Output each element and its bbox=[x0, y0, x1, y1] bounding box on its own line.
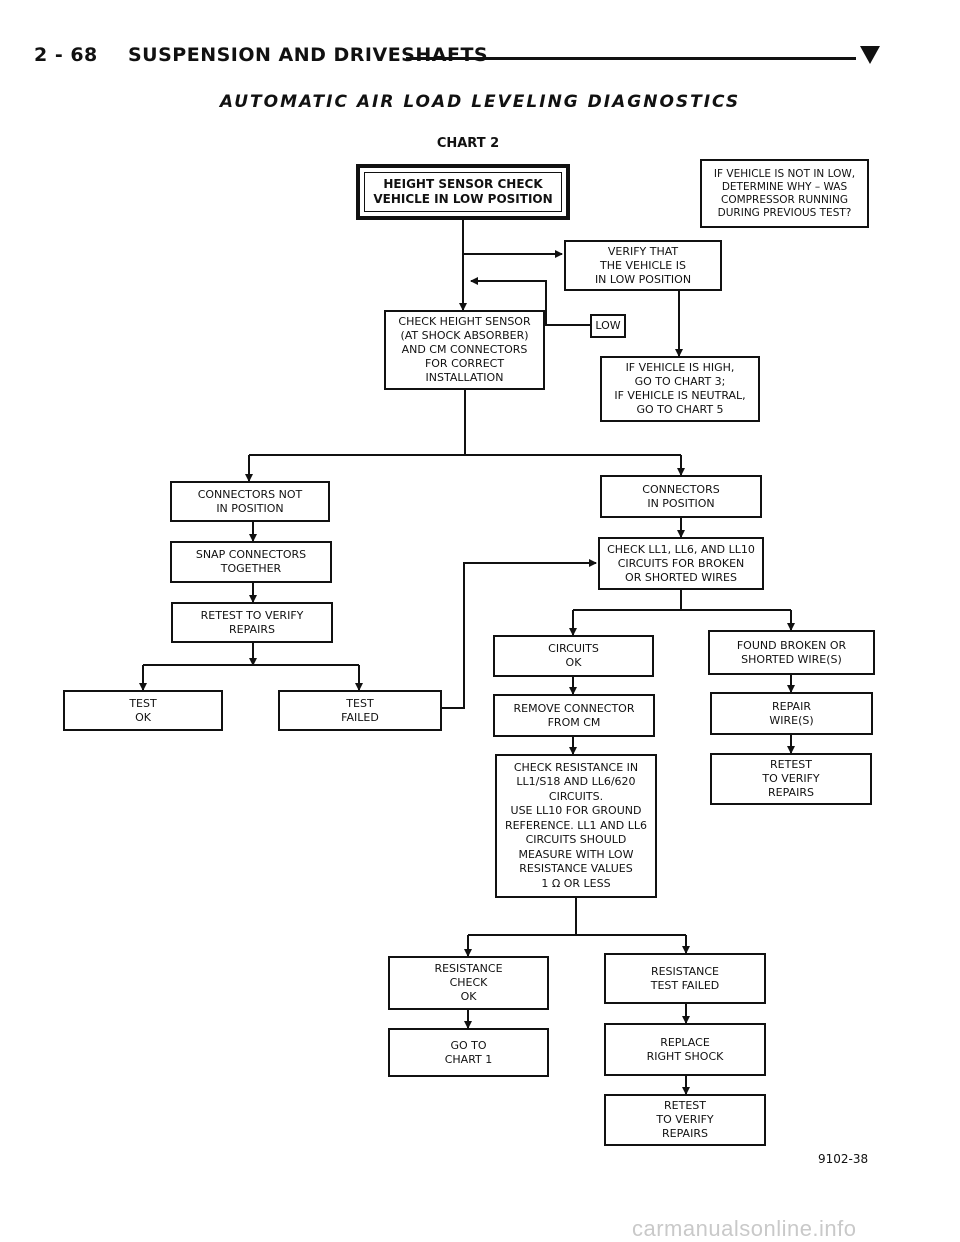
edge-check-sensor-to-low bbox=[545, 290, 590, 326]
edge-verify-to-check-sensor bbox=[470, 277, 547, 290]
page-title: AUTOMATIC AIR LOAD LEVELING DIAGNOSTICS bbox=[219, 92, 741, 112]
node-test-failed: TEST FAILED bbox=[278, 690, 442, 731]
node-conn-not-pos: CONNECTORS NOT IN POSITION bbox=[170, 481, 330, 522]
node-retest-3: RETEST TO VERIFY REPAIRS bbox=[604, 1094, 766, 1146]
node-resistance-failed: RESISTANCE TEST FAILED bbox=[604, 953, 766, 1004]
node-retest-2: RETEST TO VERIFY REPAIRS bbox=[710, 753, 872, 805]
node-snap-conn: SNAP CONNECTORS TOGETHER bbox=[170, 541, 332, 583]
node-not-low: IF VEHICLE IS NOT IN LOW, DETERMINE WHY … bbox=[700, 159, 869, 228]
chart-title: CHART 2 bbox=[436, 136, 500, 151]
edge-test-failed-to-check-ll bbox=[442, 559, 597, 709]
node-check-resistance: CHECK RESISTANCE IN LL1/S18 AND LL6/620 … bbox=[495, 754, 657, 898]
node-resistance-ok: RESISTANCE CHECK OK bbox=[388, 956, 549, 1010]
section-title: SUSPENSION AND DRIVESHAFTS bbox=[128, 44, 489, 66]
node-high-neutral: IF VEHICLE IS HIGH, GO TO CHART 3; IF VE… bbox=[600, 356, 760, 422]
node-retest-1: RETEST TO VERIFY REPAIRS bbox=[171, 602, 333, 643]
node-verify-low: VERIFY THAT THE VEHICLE IS IN LOW POSITI… bbox=[564, 240, 722, 291]
node-repair-wires: REPAIR WIRE(S) bbox=[710, 692, 873, 735]
node-conn-in-pos: CONNECTORS IN POSITION bbox=[600, 475, 762, 518]
node-low: LOW bbox=[590, 314, 626, 338]
page-number: 2 - 68 bbox=[34, 44, 98, 66]
node-test-ok: TEST OK bbox=[63, 690, 223, 731]
node-goto-chart1: GO TO CHART 1 bbox=[388, 1028, 549, 1077]
node-remove-conn: REMOVE CONNECTOR FROM CM bbox=[493, 694, 655, 737]
node-circuits-ok: CIRCUITS OK bbox=[493, 635, 654, 677]
header-rule bbox=[406, 57, 856, 60]
watermark: carmanualsonline.info bbox=[632, 1216, 857, 1241]
down-triangle-icon bbox=[860, 46, 880, 64]
node-found-broken: FOUND BROKEN OR SHORTED WIRE(S) bbox=[708, 630, 875, 675]
page-header: 2 - 68 SUSPENSION AND DRIVESHAFTS bbox=[34, 44, 880, 74]
node-check-sensor: CHECK HEIGHT SENSOR (AT SHOCK ABSORBER) … bbox=[384, 310, 545, 390]
node-replace-shock: REPLACE RIGHT SHOCK bbox=[604, 1023, 766, 1076]
node-start: HEIGHT SENSOR CHECK VEHICLE IN LOW POSIT… bbox=[356, 164, 570, 220]
figure-id: 9102-38 bbox=[818, 1152, 869, 1166]
node-check-ll: CHECK LL1, LL6, AND LL10 CIRCUITS FOR BR… bbox=[598, 537, 764, 590]
